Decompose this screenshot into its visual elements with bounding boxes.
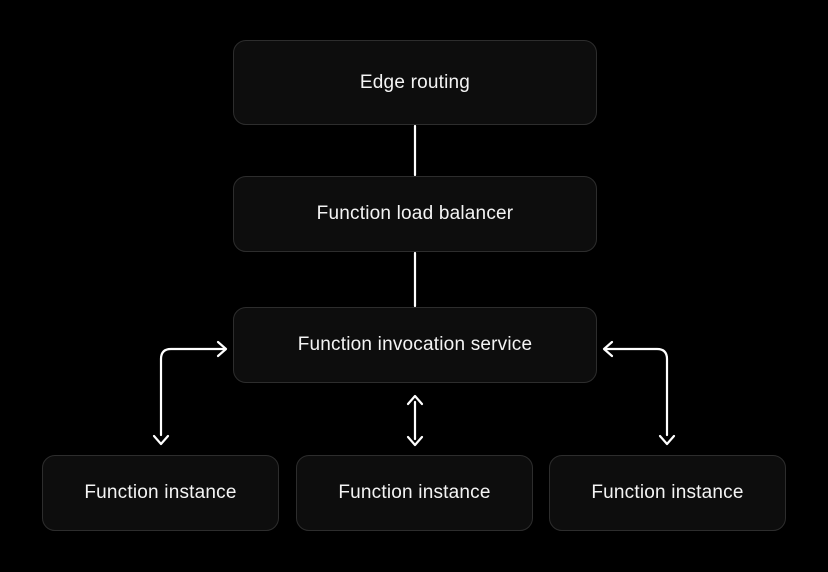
connector-invocation-to-instance-middle-double-arrow [406,394,424,447]
node-function-instance-right-label: Function instance [591,482,744,503]
node-function-load-balancer-label: Function load balancer [316,203,514,224]
arrowhead-left-icon [602,340,614,358]
node-edge-routing: Edge routing [233,40,597,125]
node-function-instance-right: Function instance [549,455,786,531]
connector-invocation-to-instance-left-elbow-arrow [152,340,228,446]
arrowhead-down-icon [406,435,424,447]
node-function-load-balancer: Function load balancer [233,176,597,252]
node-function-instance-middle-label: Function instance [338,482,491,503]
node-function-instance-middle: Function instance [296,455,533,531]
node-function-instance-left-label: Function instance [84,482,237,503]
arrowhead-right-icon [216,340,228,358]
connector-invocation-to-instance-right-elbow-arrow [602,340,676,446]
node-function-instance-left: Function instance [42,455,279,531]
node-function-invocation-service: Function invocation service [233,307,597,383]
arrowhead-up-icon [406,394,424,406]
node-edge-routing-label: Edge routing [359,71,471,93]
node-function-invocation-service-label: Function invocation service [297,334,533,355]
arrowhead-down-icon [152,434,170,446]
arrowhead-down-icon [658,434,676,446]
